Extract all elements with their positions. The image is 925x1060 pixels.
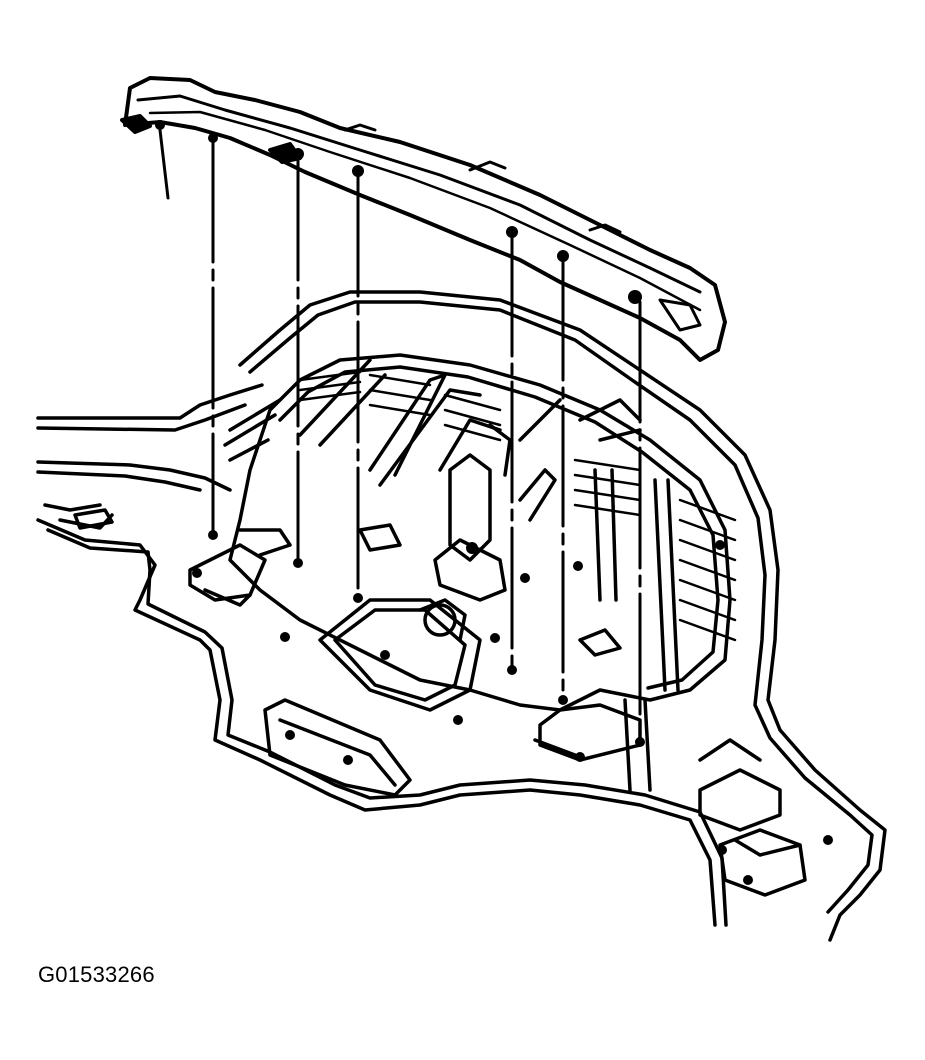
trim-molding	[120, 76, 727, 362]
mounting-hole	[208, 530, 218, 540]
fastener-head	[628, 290, 642, 304]
mounting-hole	[507, 665, 517, 675]
mounting-hole	[558, 695, 568, 705]
fastener-head	[208, 133, 218, 143]
alignment-lines	[158, 128, 642, 742]
mounting-hole	[635, 737, 645, 747]
fastener-head	[155, 120, 165, 130]
fastener-head	[352, 165, 364, 177]
fastener-head	[506, 226, 518, 238]
fastener-head	[557, 250, 569, 262]
mounting-hole	[293, 558, 303, 568]
alignment-line	[158, 128, 170, 200]
body-panel	[36, 290, 887, 942]
figure-id-label: G01533266	[38, 962, 155, 987]
fastener-head-group	[155, 120, 642, 304]
mounting-hole	[353, 593, 363, 603]
mounting-hole-group	[192, 530, 833, 885]
fastener-head	[292, 148, 304, 160]
